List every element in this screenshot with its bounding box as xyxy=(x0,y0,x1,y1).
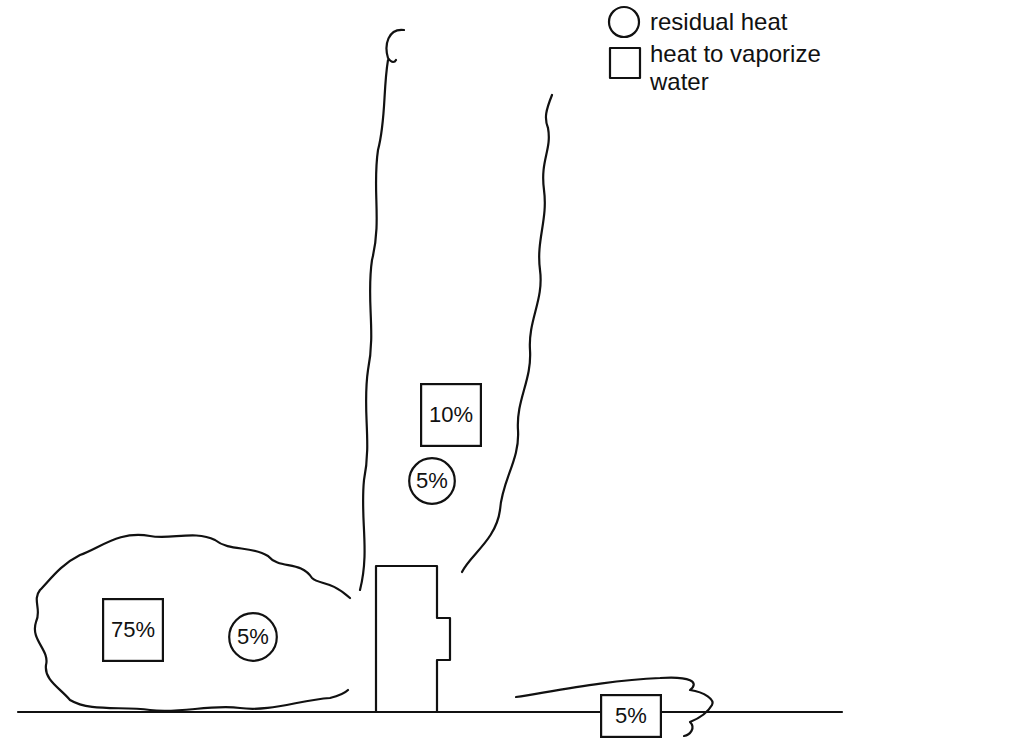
percent-value: 5% xyxy=(416,470,448,492)
outline xyxy=(229,613,277,661)
right-smoke xyxy=(516,678,713,736)
residual-heat-circle: 5% xyxy=(408,457,456,505)
building xyxy=(376,566,450,712)
legend-label: heat to vaporize water xyxy=(650,40,850,96)
vaporize-heat-box: 75% xyxy=(102,598,164,662)
percent-value: 5% xyxy=(615,705,647,727)
plume-left-edge xyxy=(360,30,404,590)
vaporize-heat-box: 10% xyxy=(420,383,482,447)
legend-circle-sample xyxy=(609,7,639,37)
outline xyxy=(103,599,163,661)
legend-entry: heat to vaporize water xyxy=(650,40,850,96)
percent-value: 75% xyxy=(111,619,155,641)
outline xyxy=(601,695,661,737)
outline xyxy=(409,458,455,504)
legend-label: residual heat xyxy=(650,8,950,36)
residual-heat-circle: 5% xyxy=(228,612,278,662)
vaporize-heat-box: 5% xyxy=(600,694,662,738)
percent-value: 5% xyxy=(237,626,269,648)
plume-right-edge xyxy=(462,95,552,572)
legend-square-sample xyxy=(610,48,640,78)
legend-entry: residual heat xyxy=(650,8,950,36)
percent-value: 10% xyxy=(429,404,473,426)
ground-line xyxy=(18,711,842,713)
left-cloud xyxy=(35,535,350,711)
outline xyxy=(421,384,481,446)
